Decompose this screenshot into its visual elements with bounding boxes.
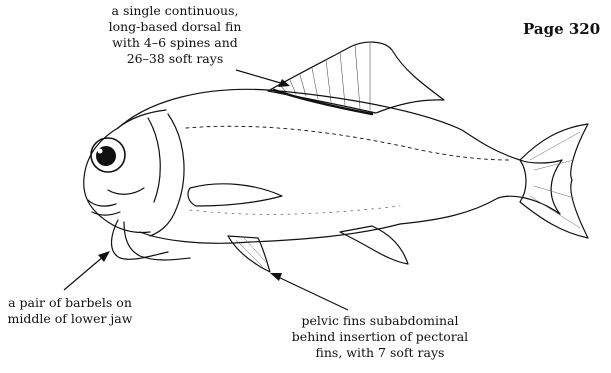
anal-fin [340,226,408,264]
annotation-line: a pair of barbels on [0,295,140,311]
page-number: Page 320 [523,20,600,38]
annotation-line: behind insertion of pectoral [255,329,505,345]
barbels-leader-line [64,256,104,290]
annotation-line: fins, with 7 soft rays [255,345,505,361]
pectoral-fin [188,184,282,206]
pelvic-fins-annotation: pelvic fins subabdominal behind insertio… [255,313,505,361]
head-top-line [118,110,166,128]
annotation-line: a single continuous, [60,3,290,19]
eye-highlight [98,149,103,154]
dorsal-fin [268,42,444,113]
caudal-fin [520,124,588,238]
preoperculum [148,118,160,202]
annotation-line: with 4–6 spines and [60,35,290,51]
cheek-line [108,188,144,194]
barbels-annotation: a pair of barbels on middle of lower jaw [0,295,140,327]
annotation-line: long-based dorsal fin [60,19,290,35]
body-shading-line [190,206,400,214]
fish-head-outline [84,128,150,233]
pelvic-leader-arrowhead [270,273,282,281]
annotation-line: 26–38 soft rays [60,51,290,67]
dorsal-fin-rays [280,42,370,110]
annotation-line: middle of lower jaw [0,311,140,327]
lateral-line [186,126,510,160]
barbel-left [112,220,169,259]
pelvic-leader-line [276,276,348,310]
dorsal-fin-annotation: a single continuous, long-based dorsal f… [60,3,290,67]
dorsal-leader-line [236,70,284,84]
annotation-line: pelvic fins subabdominal [255,313,505,329]
